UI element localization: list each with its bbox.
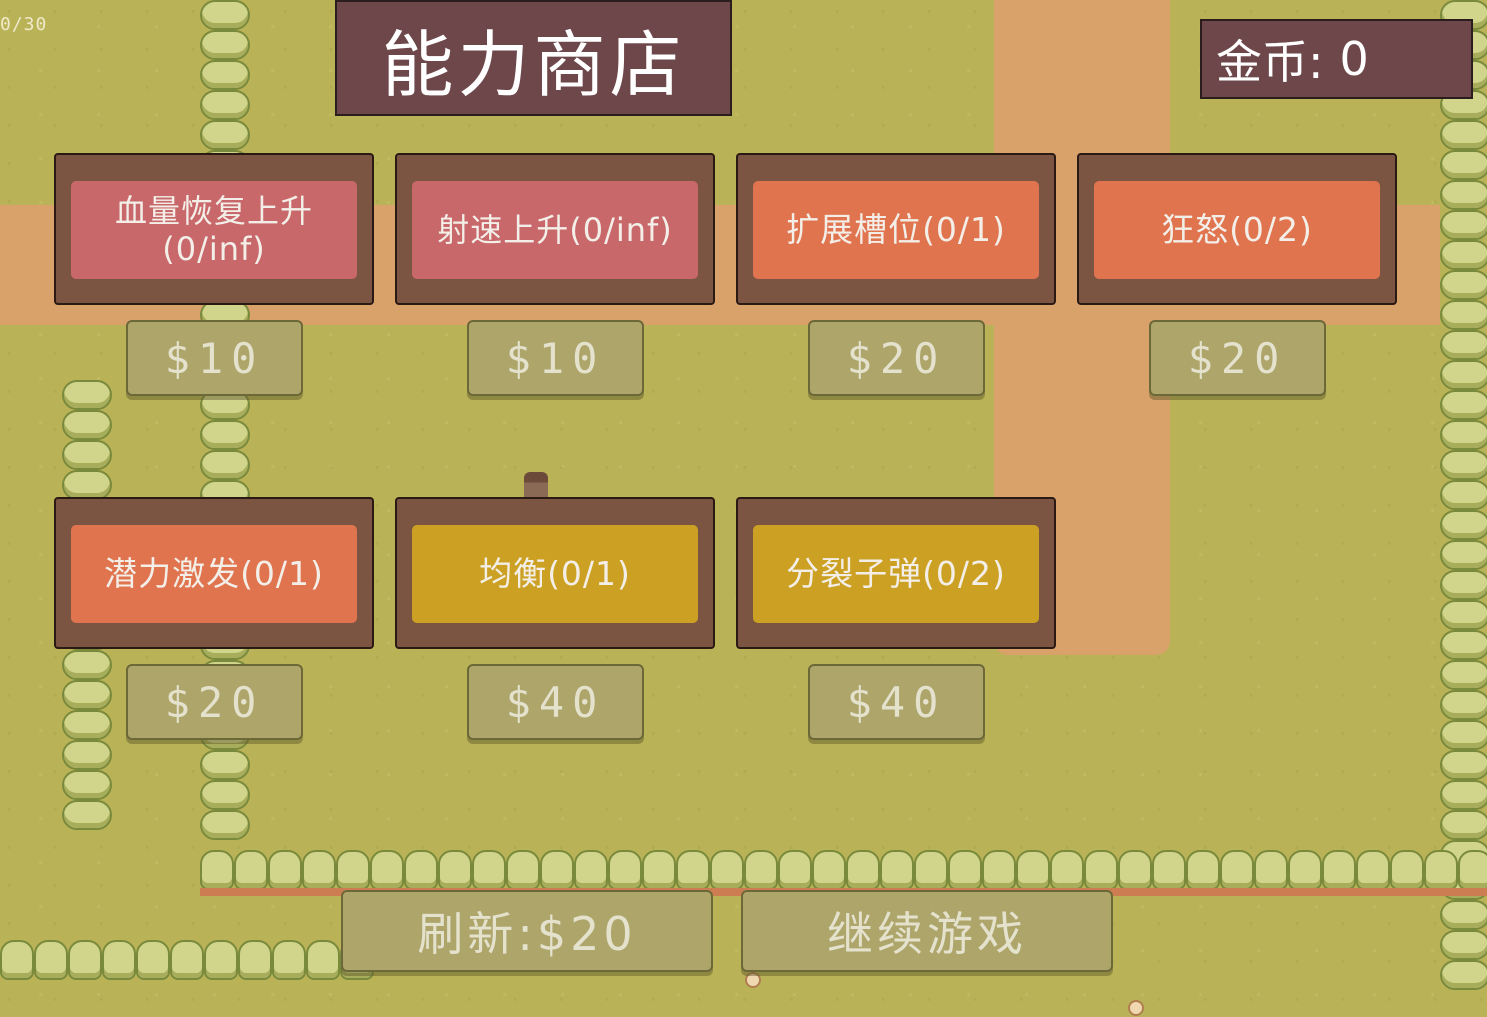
buy-button-split-bullet[interactable]: $40: [808, 664, 985, 740]
refresh-button[interactable]: 刷新:$20: [341, 890, 713, 972]
coin-label: 金币:: [1216, 35, 1324, 89]
ability-card-split-bullet[interactable]: 分裂子弹(0/2): [736, 497, 1056, 649]
hedge-column-inner: [62, 380, 112, 830]
buy-button-hp-regen[interactable]: $10: [126, 320, 303, 396]
ability-card-hp-regen[interactable]: 血量恢复上升(0/inf): [54, 153, 374, 305]
ability-name: 射速上升(0/inf): [412, 181, 698, 279]
ability-card-fire-rate[interactable]: 射速上升(0/inf): [395, 153, 715, 305]
buy-button-fire-rate[interactable]: $10: [467, 320, 644, 396]
hedge-column-right: [1440, 0, 1487, 990]
flower-decoration: [745, 972, 761, 988]
hedge-row-lower-left: [0, 940, 374, 980]
ability-name: 血量恢复上升(0/inf): [71, 181, 357, 279]
coin-value: 0: [1339, 32, 1369, 86]
buy-button-potential[interactable]: $20: [126, 664, 303, 740]
shop-title: 能力商店: [335, 0, 732, 116]
player-sprite: [524, 472, 548, 498]
hedge-row-bottom: [200, 850, 1487, 890]
ability-card-balance[interactable]: 均衡(0/1): [395, 497, 715, 649]
buy-button-balance[interactable]: $40: [467, 664, 644, 740]
ability-card-extend-slot[interactable]: 扩展槽位(0/1): [736, 153, 1056, 305]
ability-name: 扩展槽位(0/1): [753, 181, 1039, 279]
buy-button-rage[interactable]: $20: [1149, 320, 1326, 396]
continue-game-button[interactable]: 继续游戏: [741, 890, 1113, 972]
ability-name: 均衡(0/1): [412, 525, 698, 623]
hud-counter: 0/30: [0, 14, 48, 35]
ability-name: 潜力激发(0/1): [71, 525, 357, 623]
ability-name: 狂怒(0/2): [1094, 181, 1380, 279]
flower-decoration: [1128, 1000, 1144, 1016]
coin-display: 金币: 0: [1200, 19, 1473, 99]
buy-button-extend-slot[interactable]: $20: [808, 320, 985, 396]
ability-name: 分裂子弹(0/2): [753, 525, 1039, 623]
ability-card-potential[interactable]: 潜力激发(0/1): [54, 497, 374, 649]
ability-card-rage[interactable]: 狂怒(0/2): [1077, 153, 1397, 305]
